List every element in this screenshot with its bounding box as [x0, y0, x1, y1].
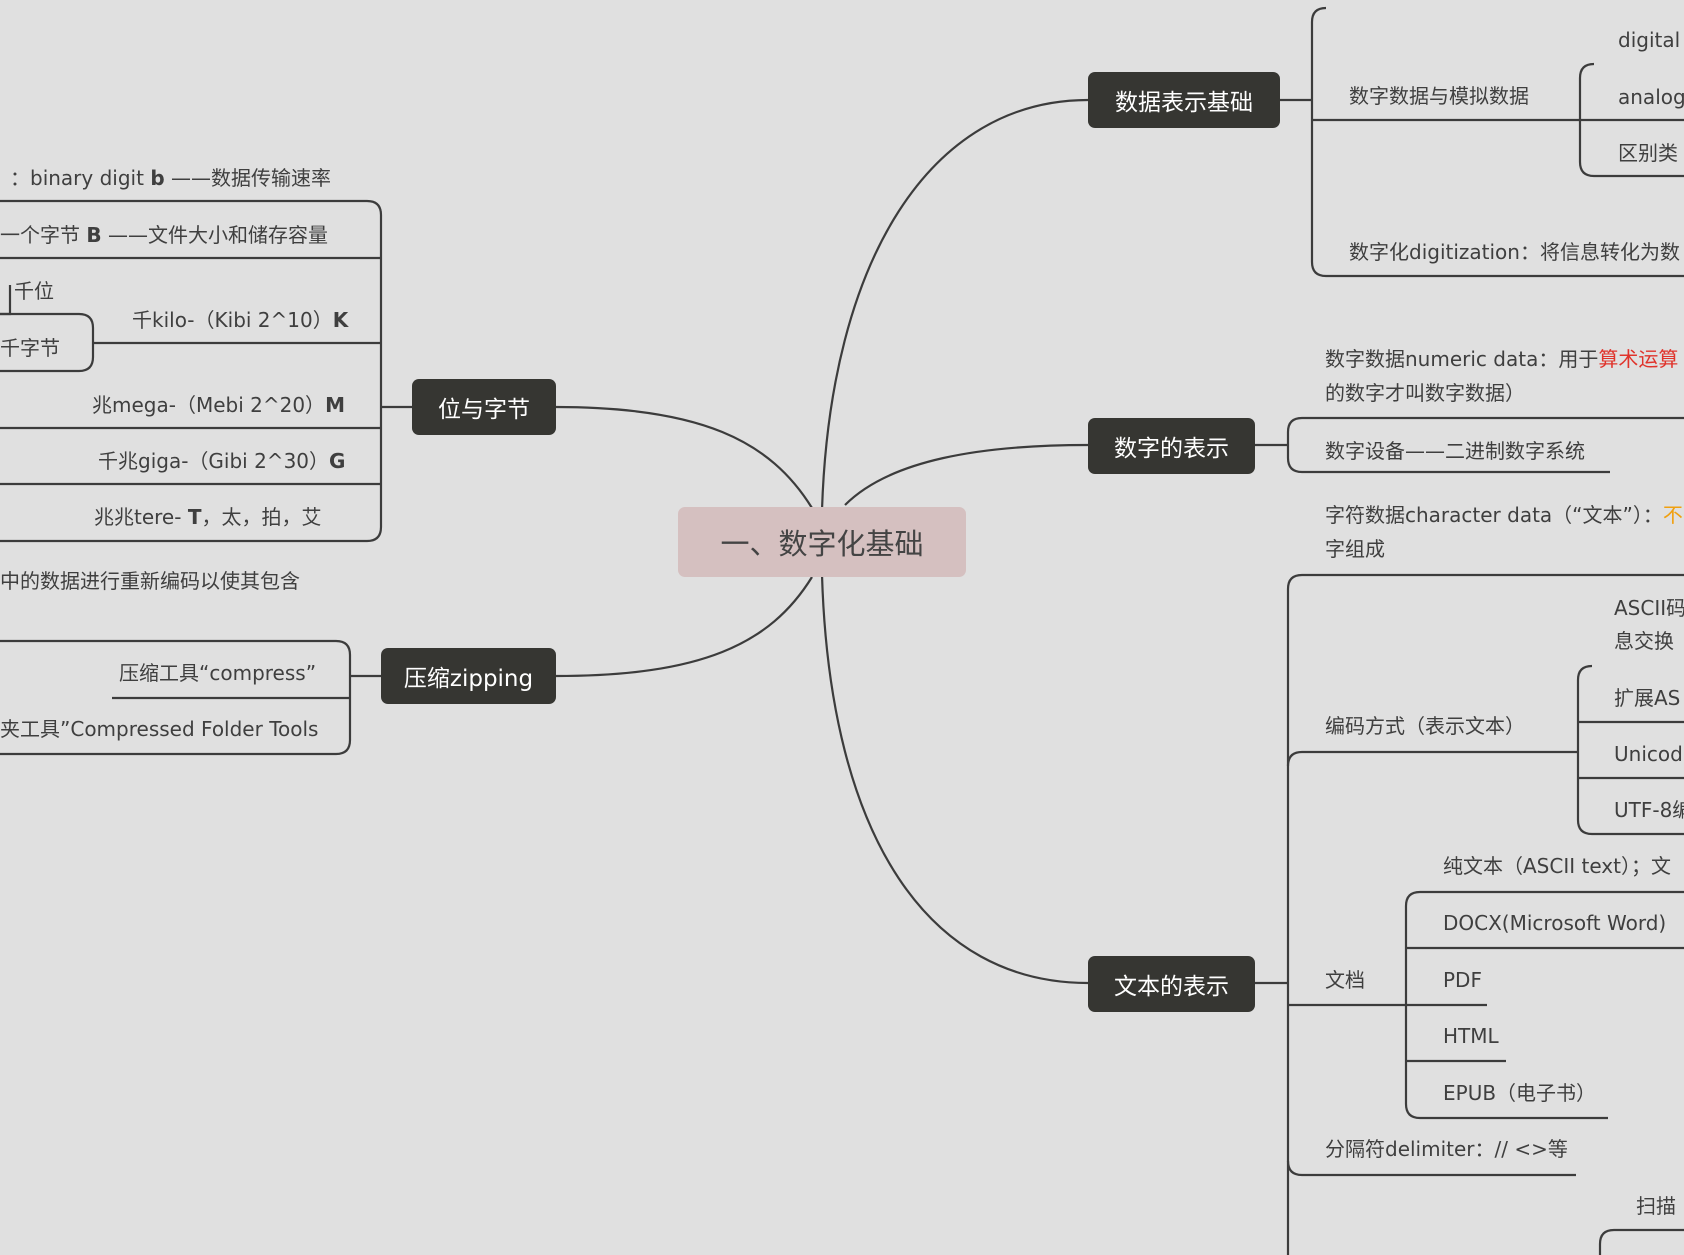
branch-bits-bytes[interactable]: 位与字节	[412, 379, 556, 435]
link-bits-bracket	[0, 199, 383, 543]
branch-number-repr[interactable]: 数字的表示	[1088, 418, 1255, 474]
topic-bit[interactable]: ：binary digit b ——数据传输速率	[10, 165, 331, 191]
bit-text-a: ：binary digit	[10, 166, 151, 190]
topic-char-data-cont: 字组成	[1325, 537, 1385, 561]
topic-ext-ascii[interactable]: 扩展AS	[1614, 686, 1681, 710]
link-text-trunk	[1286, 573, 1303, 1255]
byte-symbol: B	[86, 223, 102, 247]
topic-char-data[interactable]: 字符数据character data（“文本”）：不	[1325, 502, 1683, 528]
branch-bits-bytes-label: 位与字节	[438, 397, 530, 423]
link-encoding-top	[1286, 750, 1303, 767]
topic-digital[interactable]: digital	[1618, 28, 1681, 52]
link-root-bits	[555, 405, 813, 509]
topic-analog[interactable]: analog	[1618, 85, 1684, 109]
branch-data-repr[interactable]: 数据表示基础	[1088, 72, 1280, 128]
link-kilo-l1	[0, 285, 12, 316]
topic-mega[interactable]: 兆mega-（Mebi 2^20）M	[92, 392, 345, 418]
topic-kilo-byte[interactable]: 千字节	[0, 336, 60, 360]
topic-recode[interactable]: 中的数据进行重新编码以使其包含	[0, 569, 300, 593]
topic-compress-tool[interactable]: 压缩工具“compress”	[119, 661, 317, 685]
branch-text-repr-label: 文本的表示	[1114, 974, 1229, 1000]
link-scan	[1598, 1228, 1684, 1255]
branch-text-repr[interactable]: 文本的表示	[1088, 956, 1255, 1012]
topic-numeric-data-cont: 的数字才叫数字数据）	[1325, 381, 1525, 405]
link-root-text-repr	[820, 574, 1089, 985]
topic-giga[interactable]: 千兆giga-（Gibi 2^30）G	[98, 448, 345, 474]
topic-docs[interactable]: 文档	[1325, 968, 1365, 992]
link-analog-bracket	[1578, 62, 1684, 178]
giga-text-a: 千兆giga-（Gibi 2^30）	[98, 449, 330, 473]
branch-zipping-label: 压缩zipping	[403, 666, 534, 692]
byte-text-b: ——文件大小和储存容量	[101, 223, 328, 247]
numeric-data-highlight: 算术运算	[1598, 347, 1679, 371]
branch-zipping[interactable]: 压缩zipping	[381, 648, 556, 704]
mega-text-a: 兆mega-（Mebi 2^20）	[92, 393, 326, 417]
topic-html[interactable]: HTML	[1443, 1024, 1499, 1048]
tera-symbol: T	[187, 505, 202, 529]
link-root-number-repr	[844, 443, 1089, 506]
topic-digital-device[interactable]: 数字设备——二进制数字系统	[1325, 439, 1585, 463]
link-root-zip	[555, 576, 813, 678]
numeric-data-text-a: 数字数据numeric data：用于	[1325, 347, 1599, 371]
topic-ascii-cont: 息交换	[1614, 629, 1674, 653]
topic-kilo-bit[interactable]: 千位	[14, 279, 54, 303]
byte-text-a: 一个字节	[0, 223, 87, 247]
branch-number-repr-label: 数字的表示	[1114, 436, 1229, 462]
topic-digitization[interactable]: 数字化digitization：将信息转化为数	[1349, 240, 1680, 264]
topic-tera[interactable]: 兆兆tere- T，太，拍，艾	[94, 504, 321, 530]
root-node[interactable]: 一、数字化基础	[678, 507, 966, 577]
kilo-text-a: 千kilo-（Kibi 2^10）	[132, 308, 333, 332]
link-encoding-bracket	[1576, 664, 1684, 836]
topic-plain-text[interactable]: 纯文本（ASCII text）；文	[1443, 854, 1671, 878]
topic-ascii[interactable]: ASCII码	[1614, 596, 1684, 620]
topic-encoding[interactable]: 编码方式（表示文本）	[1325, 714, 1525, 738]
bit-symbol: b	[150, 166, 165, 190]
topic-docx[interactable]: DOCX(Microsoft Word)	[1443, 911, 1667, 935]
topic-scan[interactable]: 扫描	[1636, 1194, 1676, 1218]
link-docs-bracket	[1404, 890, 1608, 1120]
topic-delimiter[interactable]: 分隔符delimiter：// <>等	[1325, 1137, 1568, 1161]
link-root-data-repr	[820, 98, 1089, 511]
topic-folder-tool[interactable]: 夹工具”Compressed Folder Tools	[0, 717, 319, 741]
root-label: 一、数字化基础	[720, 527, 924, 561]
link-number-bracket	[1286, 416, 1610, 474]
kilo-symbol: K	[332, 308, 349, 332]
mega-symbol: M	[325, 393, 345, 417]
topic-pdf[interactable]: PDF	[1443, 968, 1482, 992]
branch-data-repr-label: 数据表示基础	[1115, 90, 1253, 116]
tera-text-a: 兆兆tere-	[94, 505, 188, 529]
topic-utf8[interactable]: UTF-8编	[1614, 798, 1684, 822]
topic-byte[interactable]: 一个字节 B ——文件大小和储存容量	[0, 222, 328, 248]
topic-numeric-data[interactable]: 数字数据numeric data：用于算术运算	[1325, 346, 1678, 372]
topic-difference[interactable]: 区别类	[1618, 141, 1678, 165]
bit-text-b: ——数据传输速率	[164, 166, 331, 190]
topic-kilo[interactable]: 千kilo-（Kibi 2^10）K	[132, 307, 348, 333]
tera-text-b: ，太，拍，艾	[201, 505, 322, 529]
char-data-highlight: 不	[1662, 503, 1683, 527]
topic-epub[interactable]: EPUB（电子书）	[1443, 1081, 1597, 1105]
link-kilo-bracket	[0, 312, 95, 373]
link-data-repr-bracket	[1310, 6, 1684, 278]
topic-unicode[interactable]: Unicod	[1614, 742, 1683, 766]
link-delimiter	[1286, 1160, 1576, 1177]
char-data-text-a: 字符数据character data（“文本”）：	[1325, 503, 1663, 527]
topic-digital-vs-analog[interactable]: 数字数据与模拟数据	[1349, 84, 1529, 108]
giga-symbol: G	[329, 449, 346, 473]
